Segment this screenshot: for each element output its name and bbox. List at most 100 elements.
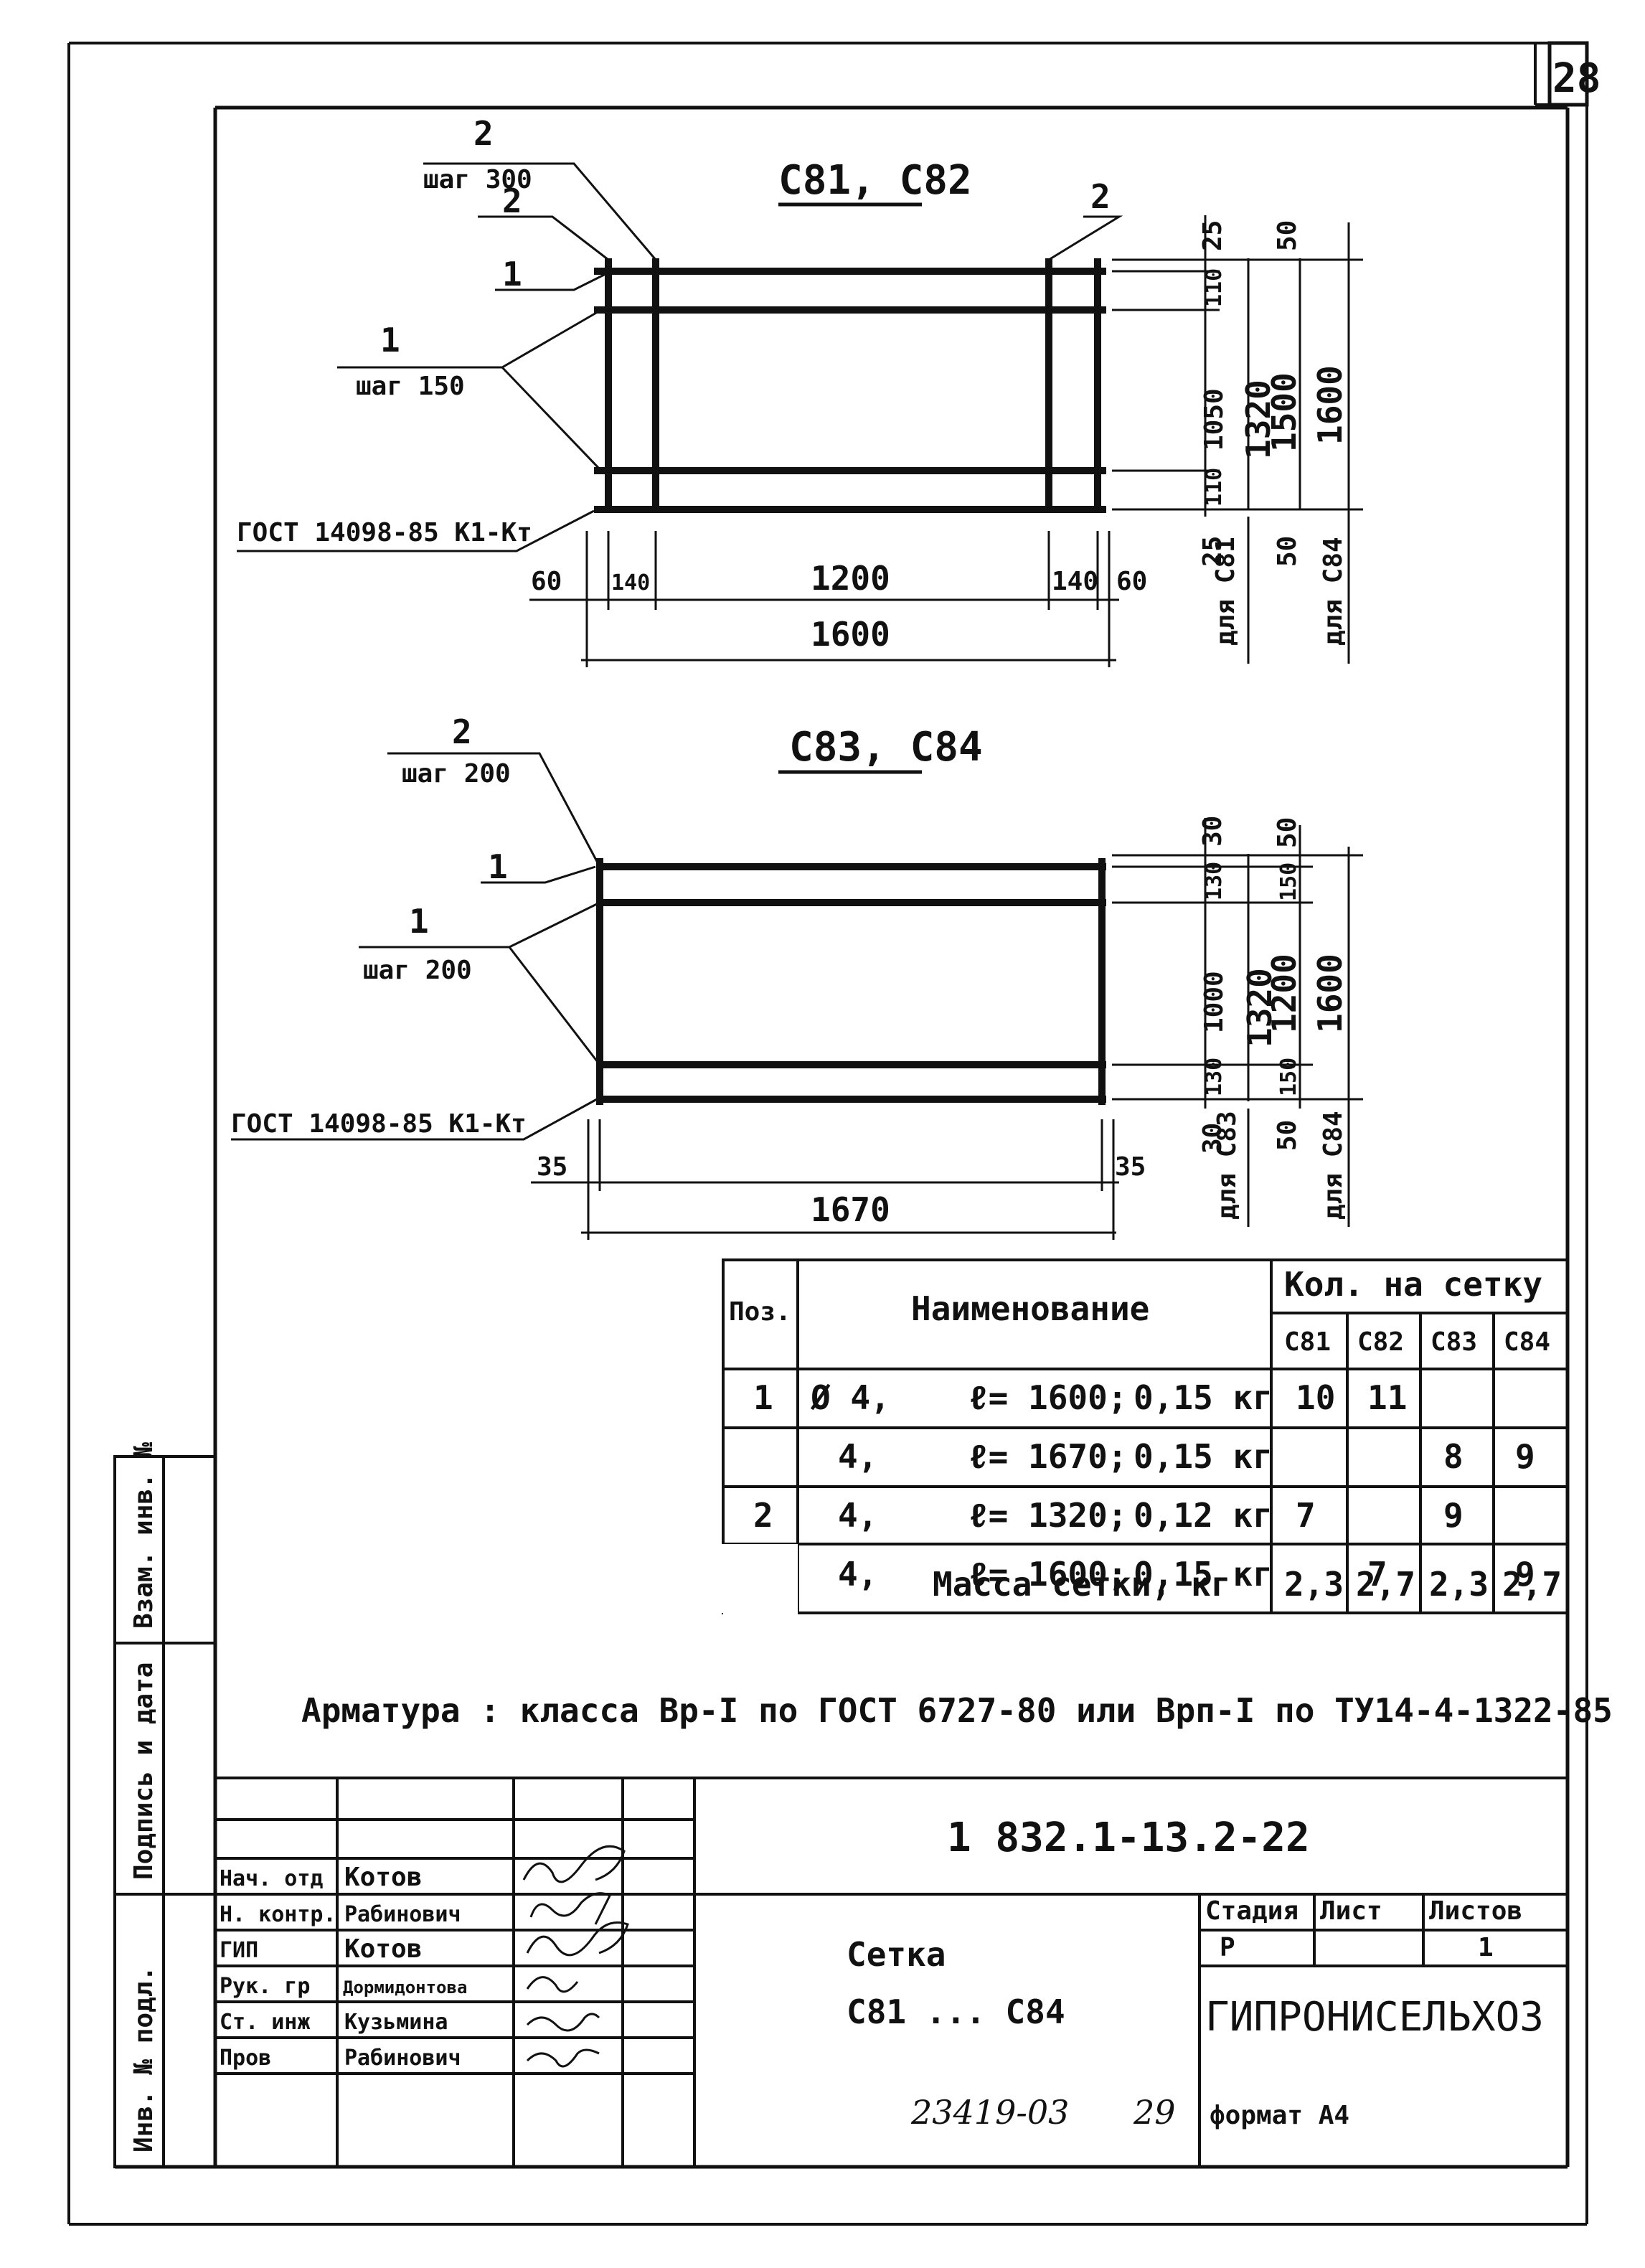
dim-110-top: 110 [1202,268,1227,307]
row1-diameter: Ø 4, [810,1378,890,1417]
row2-length: ℓ= 1670; [968,1437,1127,1476]
dim-50-bottom-b: 50 [1273,1120,1302,1151]
table-row: 1 Ø 4, ℓ= 1600; 0,15 кг 10 11 [753,1378,1407,1417]
dim-60-right: 60 [1116,567,1147,596]
dim-50-top: 50 [1273,220,1302,251]
name-senior-eng: Кузьмина [344,2010,448,2035]
row1-mass: 0,15 кг [1133,1378,1273,1417]
label-gost-bottom: ГОСТ 14098-85 К1-Кт [231,1109,527,1139]
label-pos1: 1 [380,321,400,359]
footer-page: 29 [1133,2093,1176,2132]
top-view-title: С81, С82 [778,157,972,204]
row3-mass: 0,12 кг [1133,1496,1273,1535]
row1-c81: 10 [1296,1378,1335,1417]
name-head-dept: Котов [344,1863,422,1892]
dim-130-top: 130 [1202,862,1227,900]
footer-number: 23419-03 [910,2093,1069,2132]
label-step-150: шаг 150 [356,372,465,401]
stamp-replacement-inv: Взам. инв. № [129,1442,159,1629]
mass-c83: 2,3 [1429,1565,1489,1604]
side-stamp: Взам. инв. № Подпись и дата Инв. № подл. [113,1442,217,2168]
dim-1600-total: 1600 [811,615,890,654]
dim-1050: 1050 [1199,388,1229,451]
dim-150-bottom: 150 [1276,1058,1301,1096]
row4-mass: 0,15 кг [1133,1555,1273,1594]
mass-c82: 2,7 [1356,1565,1415,1604]
row4-c82: 7 [1367,1555,1387,1594]
sheets-header: Листов [1429,1896,1522,1926]
th-c81: С81 [1284,1327,1331,1357]
label-pos1-a: 1 [502,255,522,293]
bottom-view-title: С83, С84 [789,724,983,771]
table-row: 4, ℓ= 1670; 0,15 кг 8 9 [838,1437,1535,1476]
dim-140-right: 140 [1052,567,1098,596]
label-pos2-bottom: 2 [452,712,472,751]
dim-150-top: 150 [1276,862,1301,901]
note-for-c84-bottom: для С84 [1319,1111,1348,1220]
row1-c82: 11 [1367,1378,1407,1417]
row3-c83: 9 [1443,1496,1463,1535]
footer-format: формат А4 [1210,2101,1349,2130]
th-qty: Кол. на сетку [1284,1265,1542,1304]
label-pos2: 2 [473,114,494,153]
label-step-200-b: шаг 200 [363,956,472,985]
top-view: С81, С82 2 шаг 300 2 2 1 1 шаг [237,114,1363,667]
dim-1200-vertical: 1200 [1265,954,1304,1033]
top-vertical-dims: 25 110 1050 110 25 1320 для С81 50 1500 … [1198,220,1349,646]
dim-1000: 1000 [1199,971,1229,1033]
dim-60-left: 60 [531,567,562,596]
dim-50-bottom: 50 [1273,536,1302,567]
row2-diameter: 4, [838,1437,877,1476]
sheet-header: Лист [1320,1896,1382,1926]
note-for-c83: для С83 [1212,1111,1242,1220]
th-c84: С84 [1504,1327,1550,1357]
title-block: 1 832.1-13.2-22 Нач. отд Котов Н. контр.… [215,1777,1568,2167]
stamp-original-inv: Инв. № подл. [129,1966,159,2152]
stage-value: Р [1220,1933,1235,1962]
title-line2: С81 ... С84 [847,1992,1065,2031]
handwritten-signatures [522,1845,629,2068]
role-head-dept: Нач. отд [220,1866,324,1891]
stamp-signature-date: Подпись и дата [129,1662,159,1880]
bottom-view: С83, С84 2 шаг 200 1 1 шаг 200 ГОСТ 1409… [231,712,1363,1240]
dim-25-top: 25 [1198,220,1227,251]
note-for-c84: для С84 [1319,537,1348,646]
dim-1670-total: 1670 [811,1190,890,1229]
table-row: 4, ℓ= 1600; 0,15 кг 7 9 [838,1555,1535,1594]
row2-mass: 0,15 кг [1133,1437,1273,1476]
reinforcement-note: Арматура : класса Вр-I по ГОСТ 6727-80 и… [301,1691,1613,1730]
row4-length: ℓ= 1600; [968,1555,1127,1594]
label-gost-top: ГОСТ 14098-85 К1-Кт [237,518,532,547]
name-gip: Котов [344,1934,422,1964]
label-step-300: шаг 300 [423,165,532,194]
dim-1600-vertical: 1600 [1311,365,1349,445]
label-pos1-bottom: 1 [488,847,508,886]
dim-1200: 1200 [811,559,890,598]
mass-c81: 2,3 [1284,1565,1344,1604]
org-name: ГИПРОНИСЕЛЬХОЗ [1205,1994,1544,2041]
dim-130-bottom: 130 [1202,1058,1227,1096]
th-pos: Поз. [729,1297,791,1327]
row3-pos: 2 [753,1496,773,1535]
dim-1600-vertical-bottom: 1600 [1311,954,1349,1033]
dim-1320-bottom: 1320 [1240,968,1279,1048]
dim-1500: 1500 [1265,372,1304,452]
role-group-lead: Рук. гр [220,1974,310,1999]
mass-c84: 2,7 [1502,1565,1562,1604]
name-group-lead: Дормидонтова [343,1977,467,1998]
dim-25-bottom: 25 [1198,536,1227,567]
sheet-number: 28 [1552,55,1601,102]
stage-header: Стадия [1205,1896,1298,1926]
sheets-value: 1 [1478,1933,1494,1962]
mass-label: Масса сетки, кг [933,1565,1230,1604]
label-pos2-a: 2 [502,182,522,220]
dim-35-right: 35 [1115,1152,1146,1182]
dim-50-top-b: 50 [1273,817,1302,848]
label-pos1-step-bottom: 1 [409,902,429,941]
dim-35-left: 35 [537,1152,567,1182]
dim-30-bottom: 30 [1198,1123,1227,1154]
label-step-200-a: шаг 200 [402,759,511,789]
role-checked: Пров [220,2046,271,2071]
th-name: Наименование [911,1289,1149,1328]
